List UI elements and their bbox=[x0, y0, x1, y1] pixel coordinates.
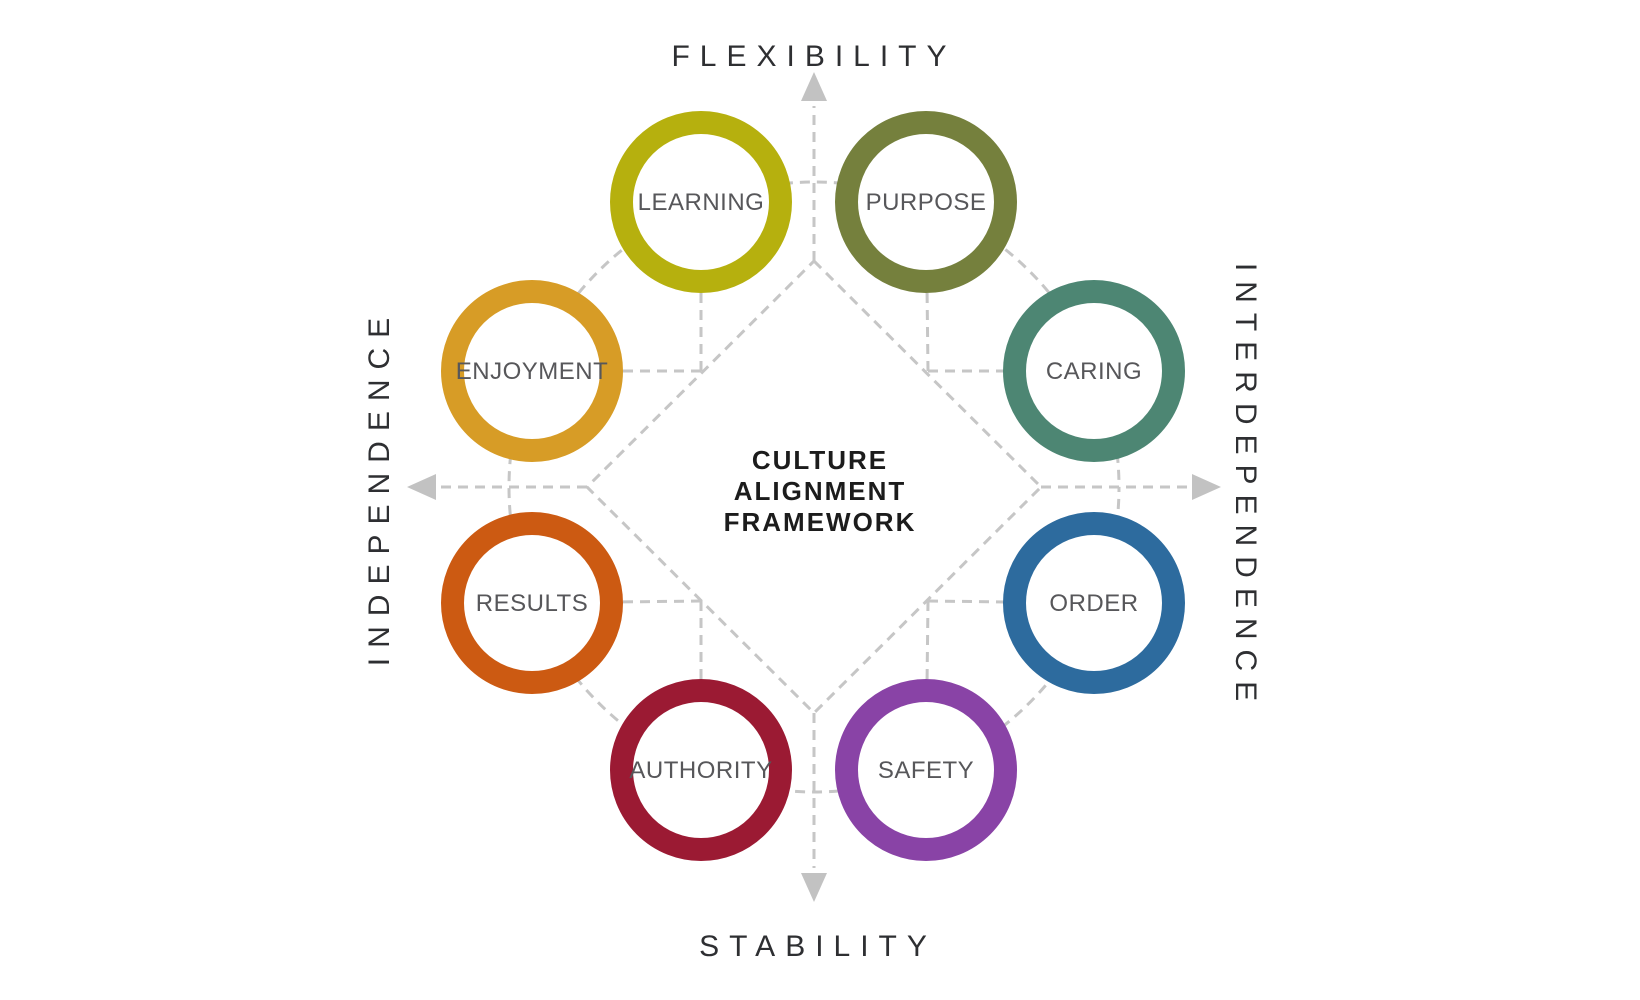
order-ring bbox=[1003, 512, 1185, 694]
caring-ring bbox=[1003, 280, 1185, 462]
node-authority: AUTHORITY bbox=[610, 679, 792, 861]
authority-label: AUTHORITY bbox=[629, 757, 772, 784]
node-results: RESULTS bbox=[441, 512, 623, 694]
results-label: RESULTS bbox=[476, 590, 588, 617]
learning-label: LEARNING bbox=[638, 189, 765, 216]
dashed-diamond-outline bbox=[584, 258, 1044, 716]
center-title-line-1: CULTURE bbox=[752, 445, 888, 475]
order-label: ORDER bbox=[1049, 590, 1138, 617]
node-learning: LEARNING bbox=[610, 111, 792, 293]
caring-label: CARING bbox=[1046, 358, 1142, 385]
node-safety: SAFETY bbox=[835, 679, 1017, 861]
safety-label: SAFETY bbox=[878, 757, 974, 784]
enjoyment-ring bbox=[441, 280, 623, 462]
center-title: CULTURE ALIGNMENT FRAMEWORK bbox=[724, 445, 917, 537]
results-ring bbox=[441, 512, 623, 694]
safety-ring bbox=[835, 679, 1017, 861]
enjoyment-label: ENJOYMENT bbox=[456, 358, 609, 385]
axis-label-interdependence: INTERDEPENDENCE bbox=[1229, 263, 1262, 711]
axis-label-independence: INDEPENDENCE bbox=[363, 308, 396, 666]
node-purpose: PURPOSE bbox=[835, 111, 1017, 293]
node-caring: CARING bbox=[1003, 280, 1185, 462]
axis-label-stability: STABILITY bbox=[699, 930, 937, 963]
purpose-ring bbox=[835, 111, 1017, 293]
authority-ring bbox=[610, 679, 792, 861]
arrow-left-icon bbox=[407, 474, 436, 500]
learning-ring bbox=[610, 111, 792, 293]
node-enjoyment: ENJOYMENT bbox=[441, 280, 623, 462]
center-title-line-3: FRAMEWORK bbox=[724, 507, 917, 537]
arrow-up-icon bbox=[801, 72, 827, 101]
purpose-label: PURPOSE bbox=[866, 189, 987, 216]
arrow-right-icon bbox=[1192, 474, 1221, 500]
arrow-down-icon bbox=[801, 873, 827, 902]
node-order: ORDER bbox=[1003, 512, 1185, 694]
axis-label-flexibility: FLEXIBILITY bbox=[671, 40, 956, 73]
center-title-line-2: ALIGNMENT bbox=[734, 476, 907, 506]
